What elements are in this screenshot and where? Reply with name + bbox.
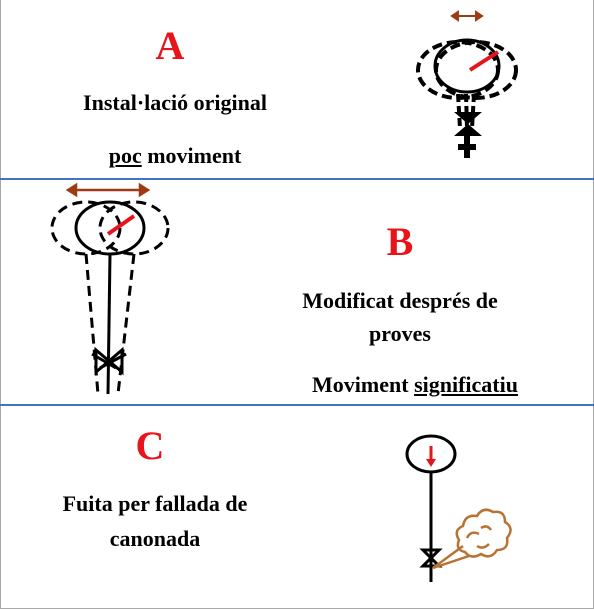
panel-a-subtitle-rest: moviment — [141, 143, 242, 168]
gauge-pointer-icon — [468, 50, 500, 72]
gauge-position-right-icon — [98, 200, 170, 256]
panel-c-title: Fuita per fallada de — [62, 491, 248, 516]
panel-c-letter: C — [135, 423, 165, 468]
panel-b-subtitle-plain: Moviment — [312, 372, 415, 397]
panel-b-title-cont: proves — [369, 321, 431, 346]
panel-b-subtitle-underlined: significatiu — [414, 372, 518, 397]
panel-a-gauge-illustration — [416, 10, 518, 158]
panel-a-letter: A — [155, 23, 185, 68]
divider-a-b — [0, 178, 594, 180]
panel-b-letter: B — [386, 219, 414, 264]
panel-c-gauge-illustration — [405, 434, 512, 582]
panel-a-subtitle: poc moviment — [30, 143, 320, 169]
panel-c-title-cont: canonada — [109, 526, 201, 551]
valve-icon — [419, 548, 443, 568]
panel-a-title: Instal·lació original — [83, 90, 267, 115]
valve-icon — [91, 346, 127, 376]
movement-arrow-icon — [450, 10, 484, 22]
movement-arrow-icon — [65, 182, 151, 198]
divider-b-c — [0, 404, 594, 406]
panel-b-gauge-illustration — [50, 182, 170, 395]
valve-icon — [454, 112, 482, 158]
panel-b-subtitle: Moviment significatiu — [240, 372, 590, 398]
panel-a-subtitle-underlined: poc — [108, 143, 142, 168]
panel-b-title: Modificat després de — [302, 288, 498, 313]
gauge-pointer-icon — [106, 214, 136, 236]
gauge-icon — [433, 38, 501, 94]
leak-spray-icon — [432, 508, 512, 570]
